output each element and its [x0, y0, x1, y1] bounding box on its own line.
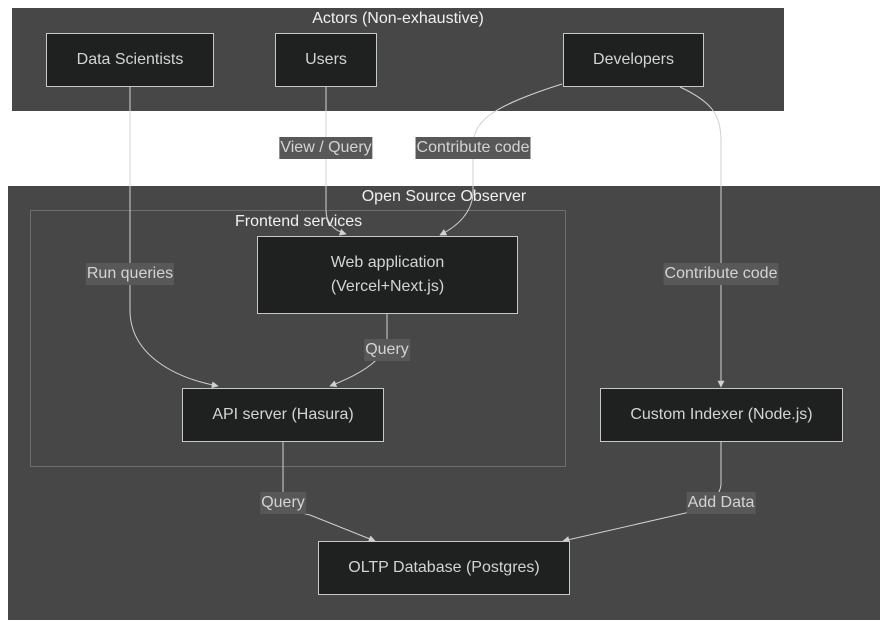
web-application-label-line1: Web application [330, 254, 445, 271]
edge-ds-to-api [129, 87, 219, 389]
api-server-label: API server (Hasura) [212, 406, 354, 423]
edge-label-contribute-code-indexer: Contribute code [663, 263, 779, 285]
users-label: Users [305, 51, 347, 68]
data-scientists-node[interactable]: Data Scientists [46, 33, 214, 87]
edge-users-to-web [325, 87, 347, 236]
web-application-node[interactable]: Web application (Vercel+Next.js) [257, 236, 518, 314]
edge-label-query-api-db: Query [260, 492, 306, 514]
frontend-cluster-title: Frontend services [235, 213, 363, 230]
api-server-node[interactable]: API server (Hasura) [182, 388, 384, 442]
oltp-database-node[interactable]: OLTP Database (Postgres) [318, 541, 570, 595]
oso-cluster-title: Open Source Observer [361, 188, 527, 205]
users-node[interactable]: Users [275, 33, 377, 87]
edge-label-view-query: View / Query [279, 137, 373, 159]
custom-indexer-label: Custom Indexer (Node.js) [630, 406, 813, 423]
actors-cluster-title: Actors (Non-exhaustive) [312, 10, 484, 27]
web-application-label-line2: (Vercel+Next.js) [330, 278, 445, 295]
edge-label-contribute-code-web: Contribute code [415, 137, 531, 159]
edge-devs-to-indexer [679, 86, 725, 388]
edge-label-add-data: Add Data [686, 492, 756, 514]
oltp-database-label: OLTP Database (Postgres) [348, 559, 540, 576]
developers-label: Developers [593, 51, 674, 68]
edge-label-run-queries: Run queries [85, 263, 175, 285]
data-scientists-label: Data Scientists [76, 51, 184, 68]
developers-node[interactable]: Developers [563, 33, 704, 87]
edge-label-query-web-api: Query [364, 339, 410, 361]
frontend-cluster: Frontend services [30, 210, 566, 467]
custom-indexer-node[interactable]: Custom Indexer (Node.js) [600, 388, 843, 442]
edge-devs-to-web [439, 83, 563, 236]
